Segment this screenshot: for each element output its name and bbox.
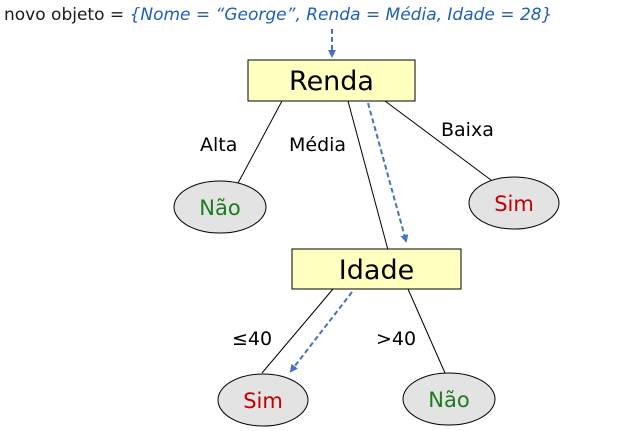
edge-label-baixa: Baixa [441,119,494,141]
edge-label-alta: Alta [200,134,237,156]
leaf-sim-le40-label: Sim [243,389,283,413]
node-renda-label: Renda [289,66,374,97]
edge-renda-nao [236,100,283,186]
edge-renda-sim [384,100,496,184]
node-renda: Renda [247,59,416,102]
edge-renda-idade [347,100,389,251]
leaf-nao-gt40-label: Não [428,388,469,412]
edge-label-le40: ≤40 [232,328,272,350]
edge-idade-nao [407,288,446,374]
edge-label-media: Média [289,134,346,156]
node-idade: Idade [291,248,462,290]
leaf-nao-alta-label: Não [199,196,240,220]
path-arrow-idade-sim [289,291,353,373]
new-object-label: novo objeto = [4,5,130,25]
leaf-sim-le40: Sim [217,373,309,427]
leaf-sim-baixa-label: Sim [494,192,534,216]
leaf-nao-gt40: Não [402,372,496,426]
node-idade-label: Idade [339,255,414,286]
leaf-nao-alta: Não [173,180,267,234]
edge-label-gt40: >40 [376,328,416,350]
leaf-sim-baixa: Sim [468,176,560,230]
edge-idade-sim [261,288,334,374]
path-arrow-renda-idade [367,102,409,243]
new-object-line: novo objeto = {Nome = “George”, Renda = … [4,5,552,25]
new-object-attributes: {Nome = “George”, Renda = Média, Idade =… [129,5,553,25]
